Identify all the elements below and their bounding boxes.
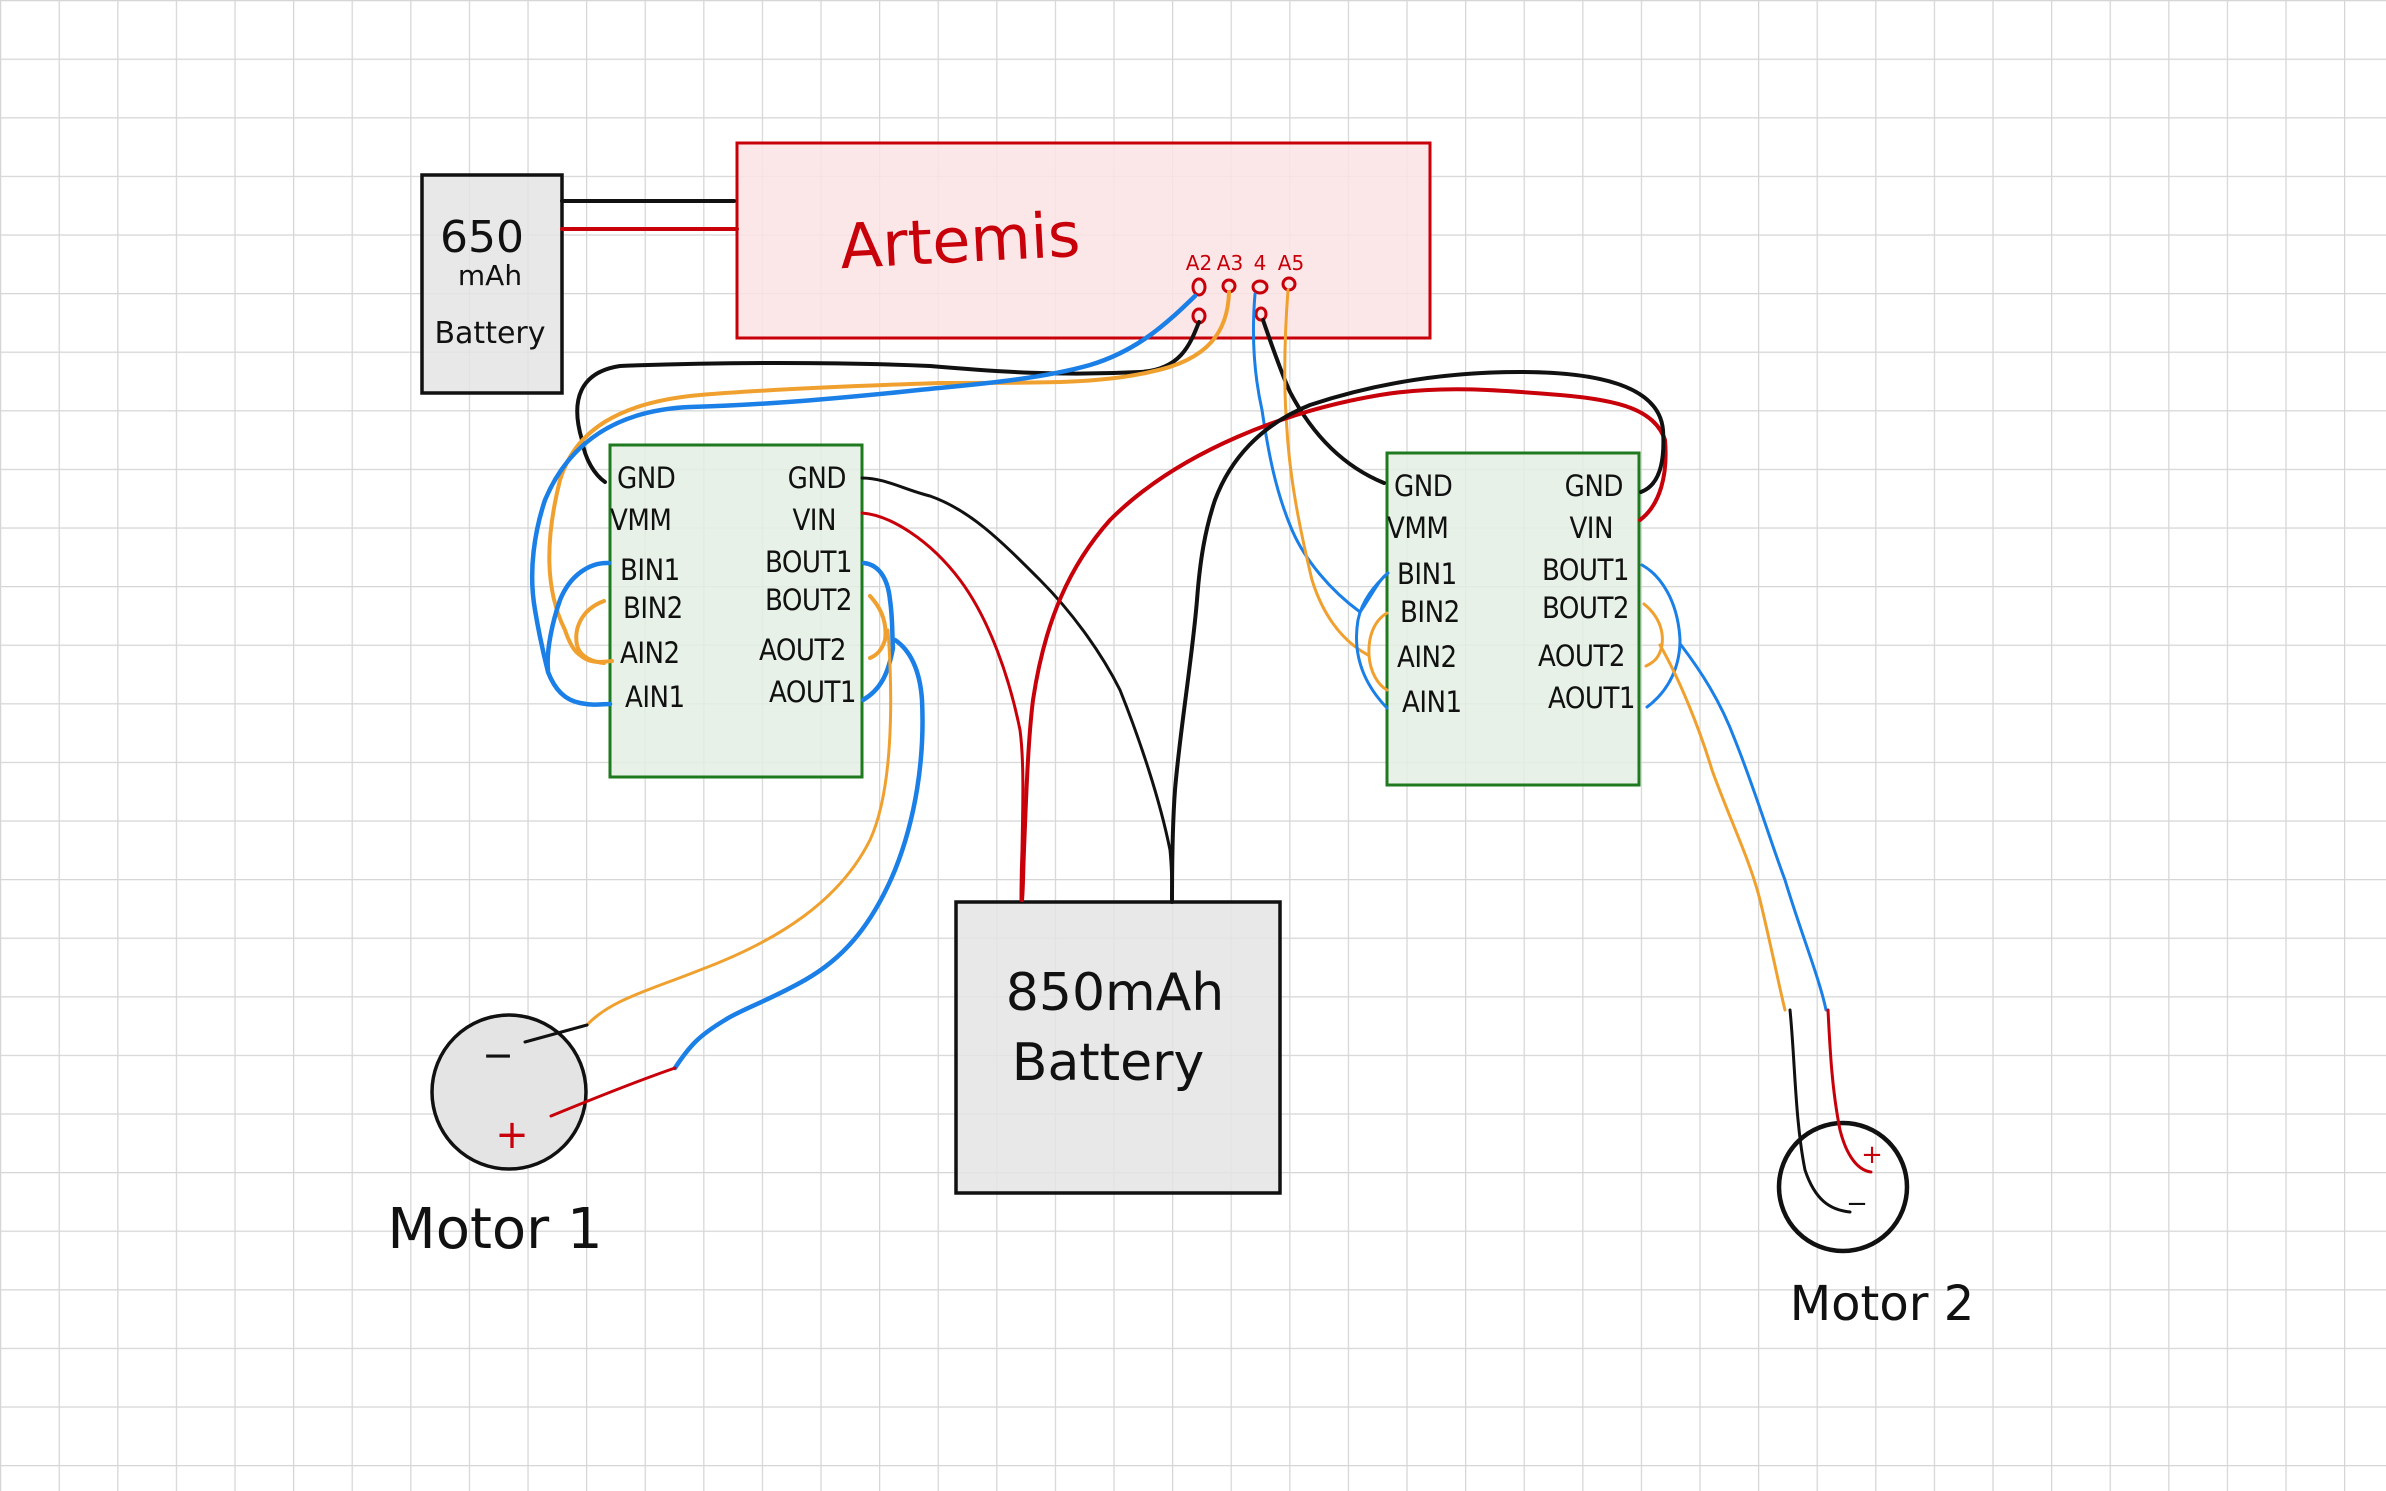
motor-1-label: Motor 1 xyxy=(387,1197,602,1262)
driver-2-pin-bout1: BOUT1 xyxy=(1542,553,1629,587)
driver-2-pin-aout2: AOUT2 xyxy=(1538,639,1625,673)
driver-1-pin-vin: VIN xyxy=(792,503,836,537)
driver-1-pin-bout2: BOUT2 xyxy=(765,583,852,617)
wire-driver2-bin1-ain1-link xyxy=(1355,571,1390,710)
motor-driver-1: GND VMM BIN1 BIN2 AIN2 AIN1 GND VIN BOUT… xyxy=(608,443,864,779)
wire-driver2-bout-link-orange xyxy=(1642,602,1664,668)
battery-850mah-label: Battery xyxy=(1012,1033,1204,1093)
battery-650mah-unit: mAh xyxy=(458,259,522,292)
driver-2-pin-gnd-right: GND xyxy=(1565,469,1623,503)
driver-1-pin-bout1: BOUT1 xyxy=(765,545,852,579)
battery-850mah-capacity: 850mAh xyxy=(1006,963,1224,1023)
battery-650mah: 650 mAh Battery xyxy=(420,173,564,395)
motor-2: − + Motor 2 xyxy=(1776,1120,1975,1332)
motor-driver-1-body xyxy=(608,443,864,779)
artemis-pin-label-a5: A5 xyxy=(1278,251,1304,275)
driver-1-pin-gnd-right: GND xyxy=(788,461,846,495)
driver-1-pin-aout1: AOUT1 xyxy=(769,675,856,709)
driver-2-pin-ain1: AIN1 xyxy=(1402,685,1462,719)
motor-2-plus: + xyxy=(1861,1140,1883,1170)
driver-2-pin-ain2: AIN2 xyxy=(1397,640,1457,674)
driver-2-pin-gnd-left: GND xyxy=(1394,469,1452,503)
artemis-pin-label-a3: A3 xyxy=(1217,251,1243,275)
wire-driver2-bin2-ain2-link xyxy=(1367,611,1389,692)
wire-driver2-bout-link-blue xyxy=(1640,563,1682,709)
artemis-label: Artemis xyxy=(838,198,1082,283)
battery-850mah-body xyxy=(954,900,1282,1195)
motor-driver-2-body xyxy=(1385,451,1641,787)
driver-2-pin-vmm: VMM xyxy=(1387,511,1448,545)
wire-motor2-minus-lead xyxy=(1788,1008,1852,1214)
driver-1-pin-bin1: BIN1 xyxy=(620,553,680,587)
driver-1-pin-gnd-left: GND xyxy=(617,461,675,495)
wire-driver1-bout-link-orange xyxy=(868,594,888,660)
motor-driver-2: GND VMM BIN1 BIN2 AIN2 AIN1 GND VIN BOUT… xyxy=(1385,451,1641,787)
driver-1-pin-ain2: AIN2 xyxy=(620,636,680,670)
wire-driver2-gnd-to-battery850 xyxy=(1170,370,1666,904)
motor-1: − + Motor 1 xyxy=(387,1013,603,1262)
artemis-pin-label-a2: A2 xyxy=(1186,251,1212,275)
wire-motor1-plus-lead xyxy=(549,1066,677,1118)
wire-artemis-a3-to-driver1 xyxy=(547,290,1231,664)
artemis-pin-a2 xyxy=(1191,277,1207,297)
wire-driver2-to-motor2-blue xyxy=(1679,643,1828,1012)
motor-1-body xyxy=(430,1013,588,1171)
wire-driver1-bout-link-blue xyxy=(860,560,896,703)
wire-motor2-plus-lead xyxy=(1826,1008,1873,1174)
driver-2-pin-bin2: BIN2 xyxy=(1400,595,1460,629)
wire-driver1-to-motor1-plus-blue xyxy=(672,637,925,1071)
artemis-board: Artemis A2 A3 4 A5 xyxy=(735,141,1432,340)
wire-driver1-to-motor1-minus-orange xyxy=(585,628,893,1027)
driver-1-pin-vmm: VMM xyxy=(610,503,671,537)
driver-2-pin-vin: VIN xyxy=(1569,511,1613,545)
driver-2-pin-bout2: BOUT2 xyxy=(1542,591,1629,625)
artemis-body xyxy=(735,141,1432,340)
wire-driver1-bin2-ain2-link xyxy=(574,599,606,665)
driver-1-pin-aout2: AOUT2 xyxy=(759,633,846,667)
wire-driver2-vin-to-battery850 xyxy=(1020,387,1668,902)
battery-650mah-body xyxy=(420,173,564,395)
driver-1-pin-ain1: AIN1 xyxy=(625,680,685,714)
motor-2-body xyxy=(1776,1120,1910,1254)
wire-driver2-to-motor2-orange xyxy=(1658,643,1787,1012)
motor-1-minus: − xyxy=(482,1033,514,1077)
wire-artemis-gnd-to-driver1 xyxy=(575,320,1201,484)
artemis-pin-label-4: 4 xyxy=(1254,251,1267,275)
battery-650mah-capacity: 650 xyxy=(440,212,524,263)
wire-driver1-gnd-to-battery850 xyxy=(860,476,1174,904)
motor-1-plus: + xyxy=(495,1112,529,1158)
motor-2-label: Motor 2 xyxy=(1790,1276,1975,1332)
battery-650mah-label: Battery xyxy=(434,316,545,351)
driver-2-pin-bin1: BIN1 xyxy=(1397,557,1457,591)
wire-artemis-a5-to-driver2 xyxy=(1283,288,1370,657)
driver-2-pin-aout1: AOUT1 xyxy=(1548,681,1635,715)
wire-artemis-a2-to-driver1 xyxy=(529,293,1198,707)
driver-1-pin-bin2: BIN2 xyxy=(623,591,683,625)
artemis-pin-4 xyxy=(1251,279,1269,295)
wire-artemis-gnd-to-driver2 xyxy=(1261,318,1386,485)
wire-driver1-bin1-ain1-link xyxy=(545,560,612,673)
motor-2-minus: − xyxy=(1846,1189,1868,1219)
wire-motor1-minus-lead xyxy=(523,1023,589,1044)
battery-850mah: 850mAh Battery xyxy=(954,900,1282,1195)
